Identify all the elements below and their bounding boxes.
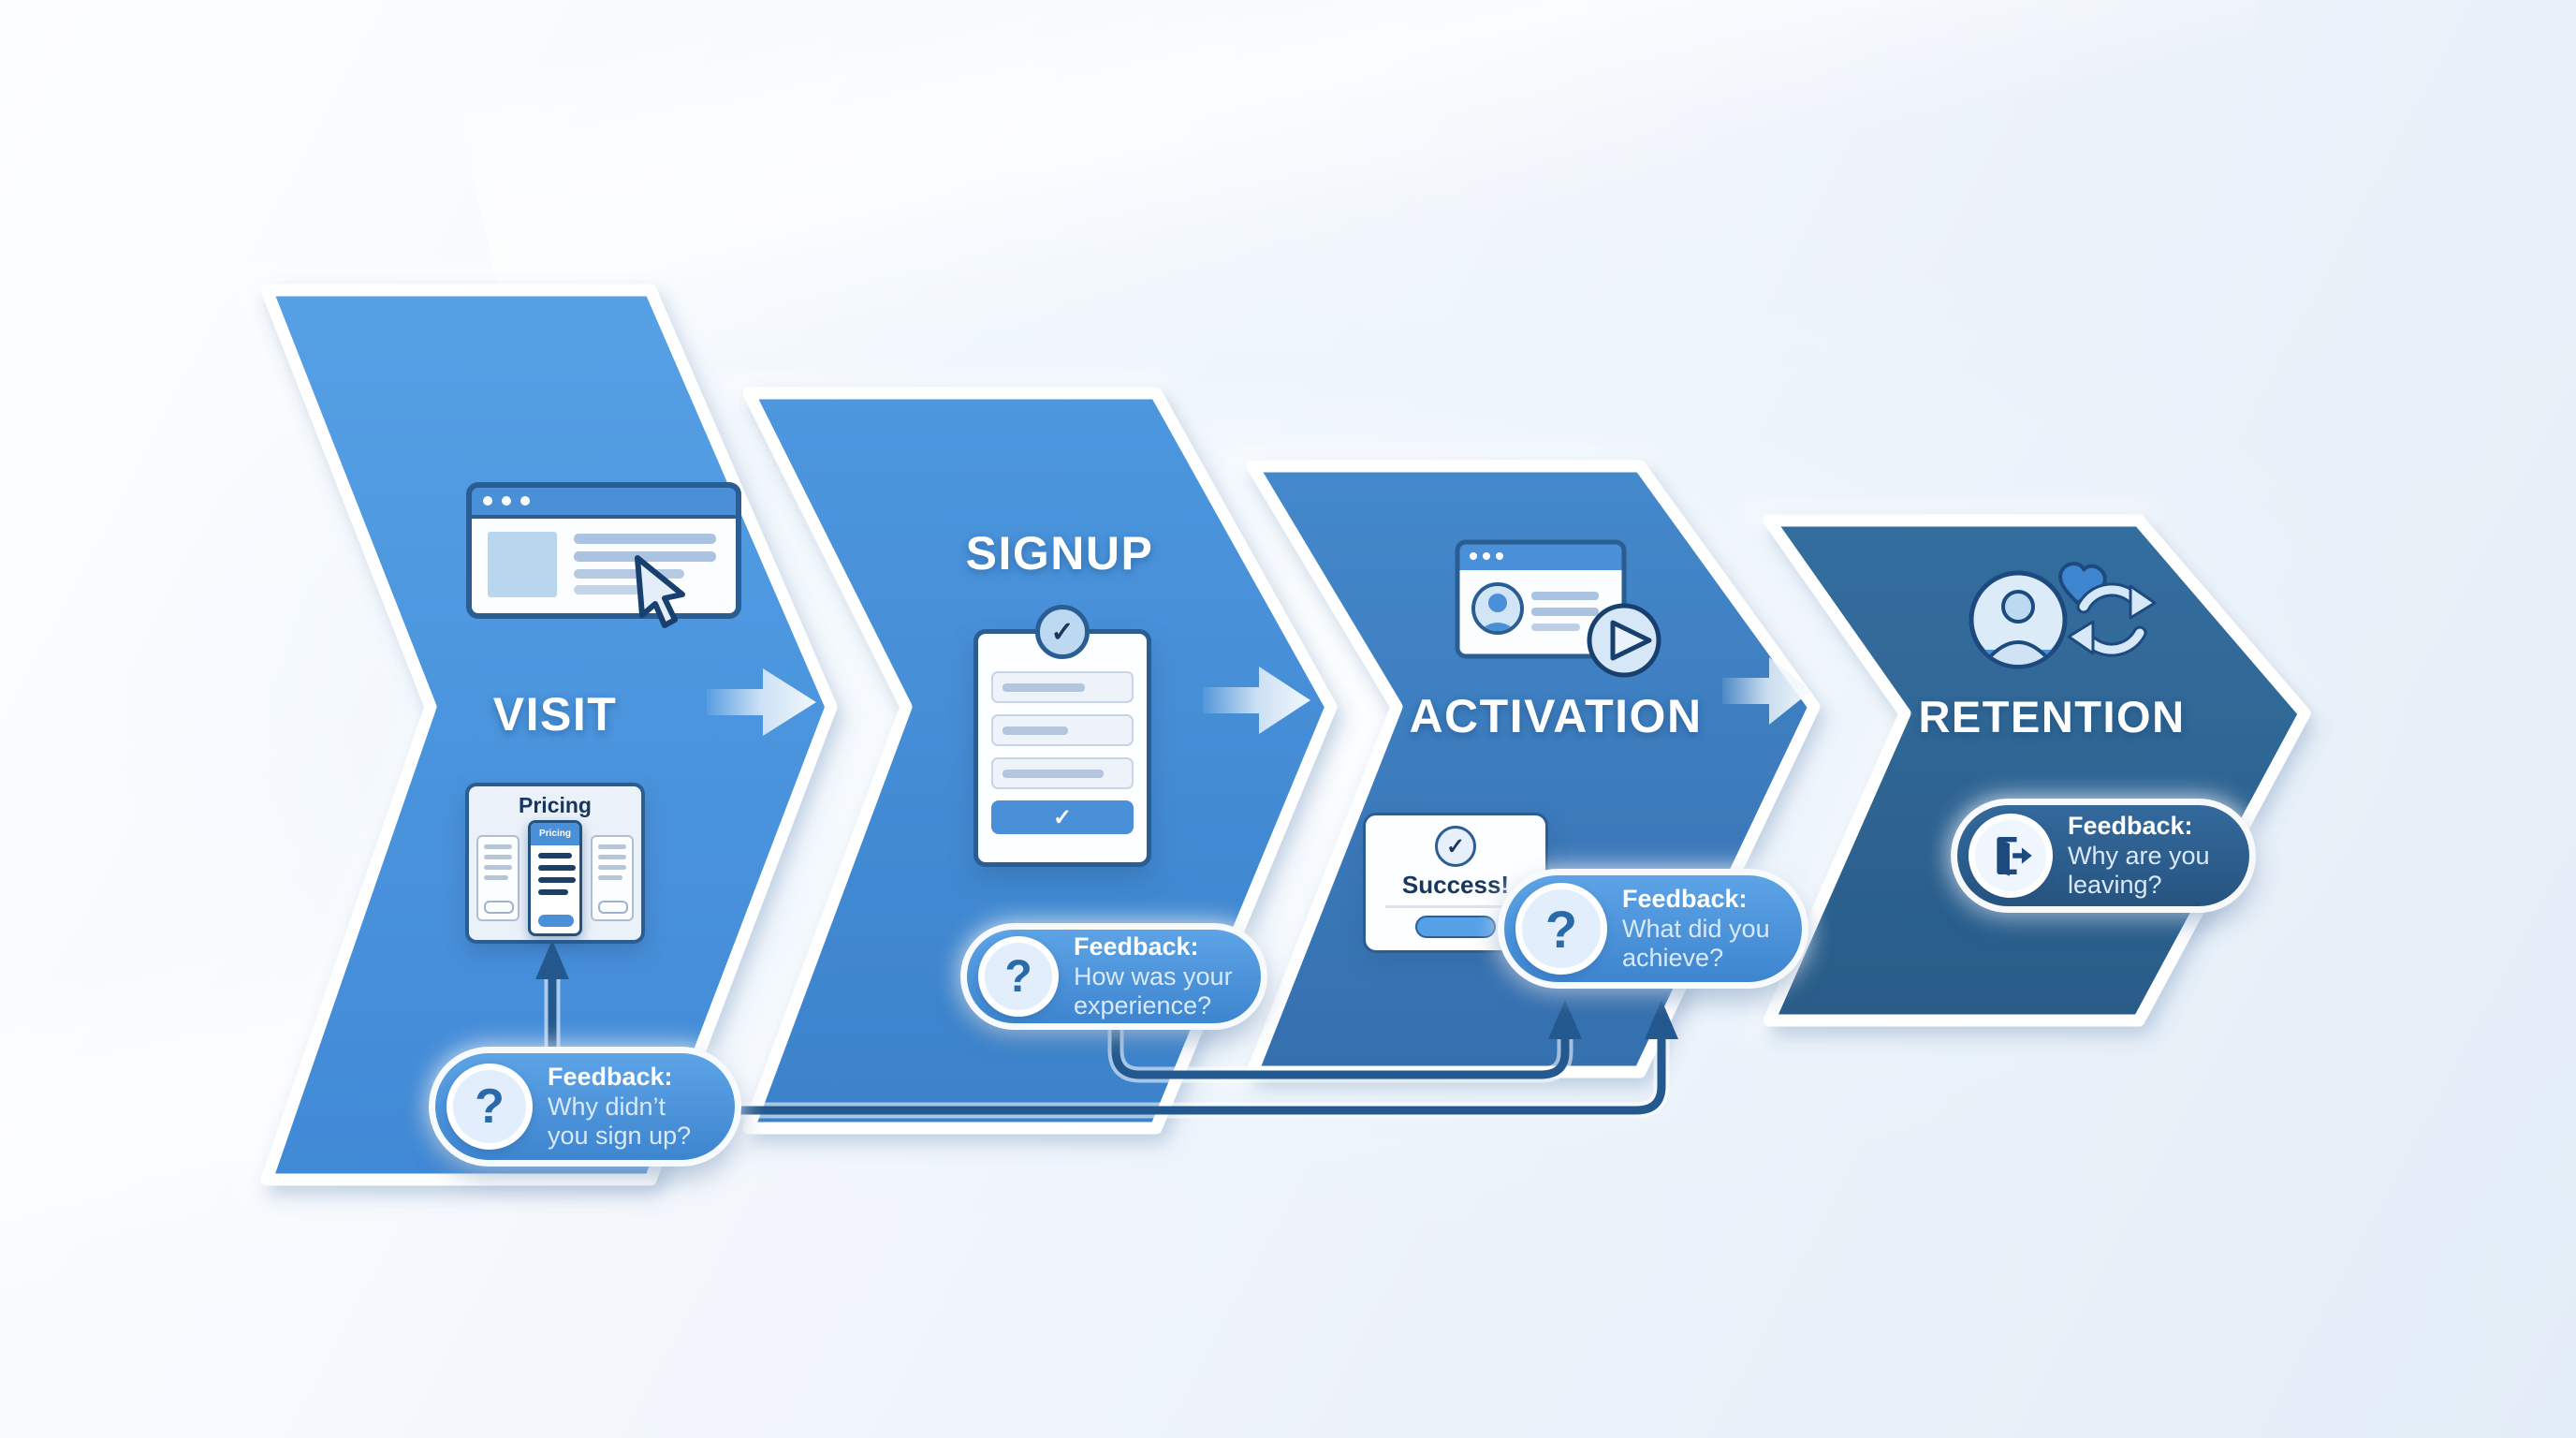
arrowhead-up-right <box>1645 1000 1678 1039</box>
feedback-question: What did you achieve? <box>1622 914 1770 972</box>
pricing-card-title: Pricing <box>519 793 592 817</box>
success-dialog: ✓ Success! <box>1363 813 1548 953</box>
form-submit-button: ✓ <box>991 800 1134 834</box>
visit-browser-icon <box>463 479 744 643</box>
divider <box>1385 905 1526 908</box>
feedback-bubble-visit: ? Feedback: Why didn’t you sign up? <box>429 1047 741 1167</box>
stage-title-visit: VISIT <box>492 688 618 741</box>
connector-lines-layer <box>535 940 1678 1119</box>
window-dot <box>502 496 511 506</box>
window-dot <box>1470 552 1477 560</box>
feedback-question: Why didn’t you sign up? <box>548 1092 692 1150</box>
feedback-heading: Feedback: <box>1622 885 1748 914</box>
stage-title-activation: ACTIVATION <box>1409 690 1703 742</box>
plan-cta-button <box>538 915 574 927</box>
form-field <box>991 714 1134 746</box>
pricing-plan-right <box>591 835 634 921</box>
window-dot <box>520 496 530 506</box>
flow-arrow-signup-activation <box>1203 667 1310 734</box>
plan-header: Pricing <box>531 823 579 845</box>
feedback-heading: Feedback: <box>1074 932 1199 961</box>
pricing-plan-highlighted: Pricing <box>528 820 582 936</box>
question-mark-icon: ? <box>446 1064 533 1150</box>
feedback-heading: Feedback: <box>2068 812 2193 841</box>
flow-arrow-activation-retention <box>1722 657 1811 725</box>
exit-door-icon <box>1969 814 2053 898</box>
refresh-icon <box>2067 582 2157 657</box>
plan-button <box>484 901 514 914</box>
connector-visit-feedback-to-activation-feedback <box>737 1033 1666 1115</box>
question-mark-icon: ? <box>978 936 1059 1017</box>
feedback-bubble-signup: ? Feedback: How was your experience? <box>960 923 1267 1030</box>
question-mark-icon: ? <box>1515 883 1607 975</box>
play-icon <box>1587 603 1661 678</box>
cursor-icon <box>635 555 685 628</box>
flow-arrow-visit-signup <box>707 668 816 736</box>
arrowhead-up-left <box>1548 1000 1582 1039</box>
activation-video-icon <box>1453 537 1663 682</box>
feedback-bubble-retention: Feedback: Why are you leaving? <box>1951 799 2256 913</box>
feedback-heading: Feedback: <box>548 1063 673 1092</box>
feedback-question: How was your experience? <box>1074 961 1233 1020</box>
retention-user-icon <box>1964 558 2162 682</box>
connector-signup-feedback-to-activation-feedback <box>1111 1025 1570 1079</box>
signup-form-icon: ✓ ✓ <box>973 605 1151 869</box>
arrowhead-up-pricing <box>535 940 569 979</box>
feedback-question: Why are you leaving? <box>2068 841 2210 899</box>
stage-title-retention: RETENTION <box>1918 692 2186 741</box>
success-title: Success! <box>1401 871 1510 899</box>
window-dot <box>483 496 492 506</box>
pricing-plan-left <box>476 835 520 921</box>
checkmark-badge-icon: ✓ <box>1035 605 1090 659</box>
pricing-card: Pricing Pricing <box>465 783 645 944</box>
checkmark-icon: ✓ <box>1435 826 1476 867</box>
success-button <box>1415 916 1496 938</box>
stage-title-signup: SIGNUP <box>965 527 1154 580</box>
window-dot <box>1483 552 1490 560</box>
form-field <box>991 757 1134 789</box>
feedback-bubble-activation: ? Feedback: What did you achieve? <box>1498 869 1808 989</box>
form-field <box>991 671 1134 703</box>
page-image-placeholder <box>488 532 557 597</box>
window-dot <box>1496 552 1503 560</box>
plan-button <box>598 901 628 914</box>
